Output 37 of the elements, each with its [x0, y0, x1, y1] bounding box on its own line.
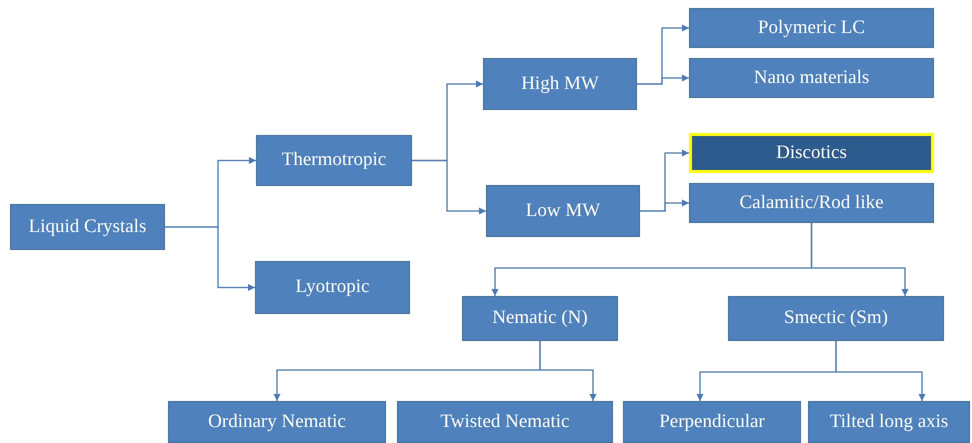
process-box [486, 185, 640, 237]
arrow [637, 74, 689, 85]
arrow [165, 226, 255, 291]
process-box [689, 183, 934, 223]
arrow [835, 341, 926, 401]
box-label: Thermotropic [282, 150, 386, 171]
box-label: Nano materials [754, 68, 870, 88]
process-box [728, 296, 944, 341]
box-label: Liquid Crystals [28, 216, 146, 238]
box-label: Twisted Nematic [440, 412, 570, 432]
process-box [255, 261, 410, 314]
box-label: Low MW [526, 200, 600, 222]
arrow [412, 160, 486, 214]
process-box [256, 135, 412, 186]
process-box [483, 58, 637, 110]
arrow [640, 200, 689, 212]
arrow [539, 341, 596, 401]
box-label: Lyotropic [296, 277, 370, 298]
process-box [462, 296, 618, 341]
box-label: Ordinary Nematic [208, 412, 346, 432]
process-box [689, 58, 934, 98]
process-box [689, 8, 934, 48]
process-box [808, 401, 970, 443]
box-label: Nematic (N) [492, 308, 588, 329]
box-label: Smectic (Sm) [784, 308, 888, 329]
box-label: Perpendicular [659, 412, 765, 432]
box-label: Tilted long axis [830, 412, 948, 432]
box-label: High MW [521, 74, 599, 94]
process-box [168, 401, 386, 443]
process-box [689, 133, 934, 173]
process-box [623, 401, 801, 443]
box-label: Discotics [776, 142, 847, 164]
arrow [810, 223, 908, 296]
box-label: Calamitic/Rod like [739, 192, 884, 214]
process-box [397, 401, 613, 443]
box-label: Polymeric LC [758, 18, 866, 38]
process-box [10, 204, 165, 250]
